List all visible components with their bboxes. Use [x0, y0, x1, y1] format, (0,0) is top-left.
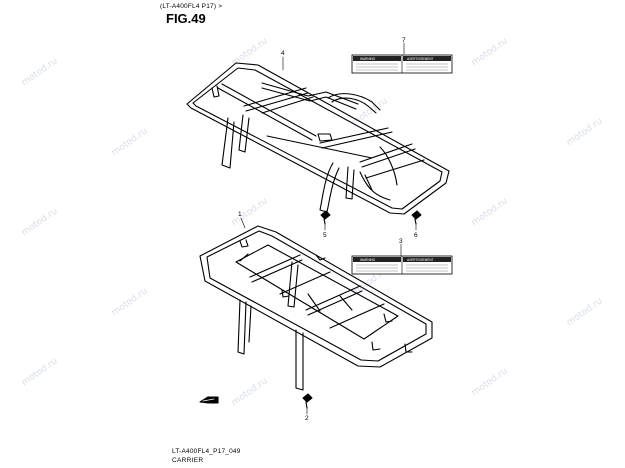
figure-title: FIG.49 [166, 11, 206, 26]
bolt-5 [320, 210, 331, 225]
bolt-6 [411, 210, 422, 225]
label-left-text: WARNING [360, 57, 376, 61]
callout-5: 5 [323, 232, 327, 239]
callout-6: 6 [414, 232, 418, 239]
label-right-text: AVERTISSEMENT [407, 258, 434, 262]
callout-4: 4 [281, 50, 285, 57]
diagram-code: LT-A400FL4_P17_049 [172, 448, 241, 455]
model-reference: (LT-A400FL4 P17) > [160, 3, 223, 10]
diagram-name: CARRIER [172, 457, 204, 464]
upper-carrier-rack [186, 62, 450, 215]
label-left-text: WARNING [360, 258, 376, 262]
callout-1: 1 [238, 211, 242, 218]
warning-label-3: WARNING AVERTISSEMENT [351, 255, 453, 275]
bolt-2 [302, 393, 313, 409]
callout-7: 7 [402, 37, 406, 44]
callout-2: 2 [305, 415, 309, 422]
callout-3: 3 [399, 238, 403, 245]
front-arrow-icon [199, 396, 219, 404]
warning-label-7: WARNING AVERTISSEMENT [351, 54, 453, 74]
label-right-text: AVERTISSEMENT [407, 57, 434, 61]
lower-carrier-rack [199, 225, 433, 391]
